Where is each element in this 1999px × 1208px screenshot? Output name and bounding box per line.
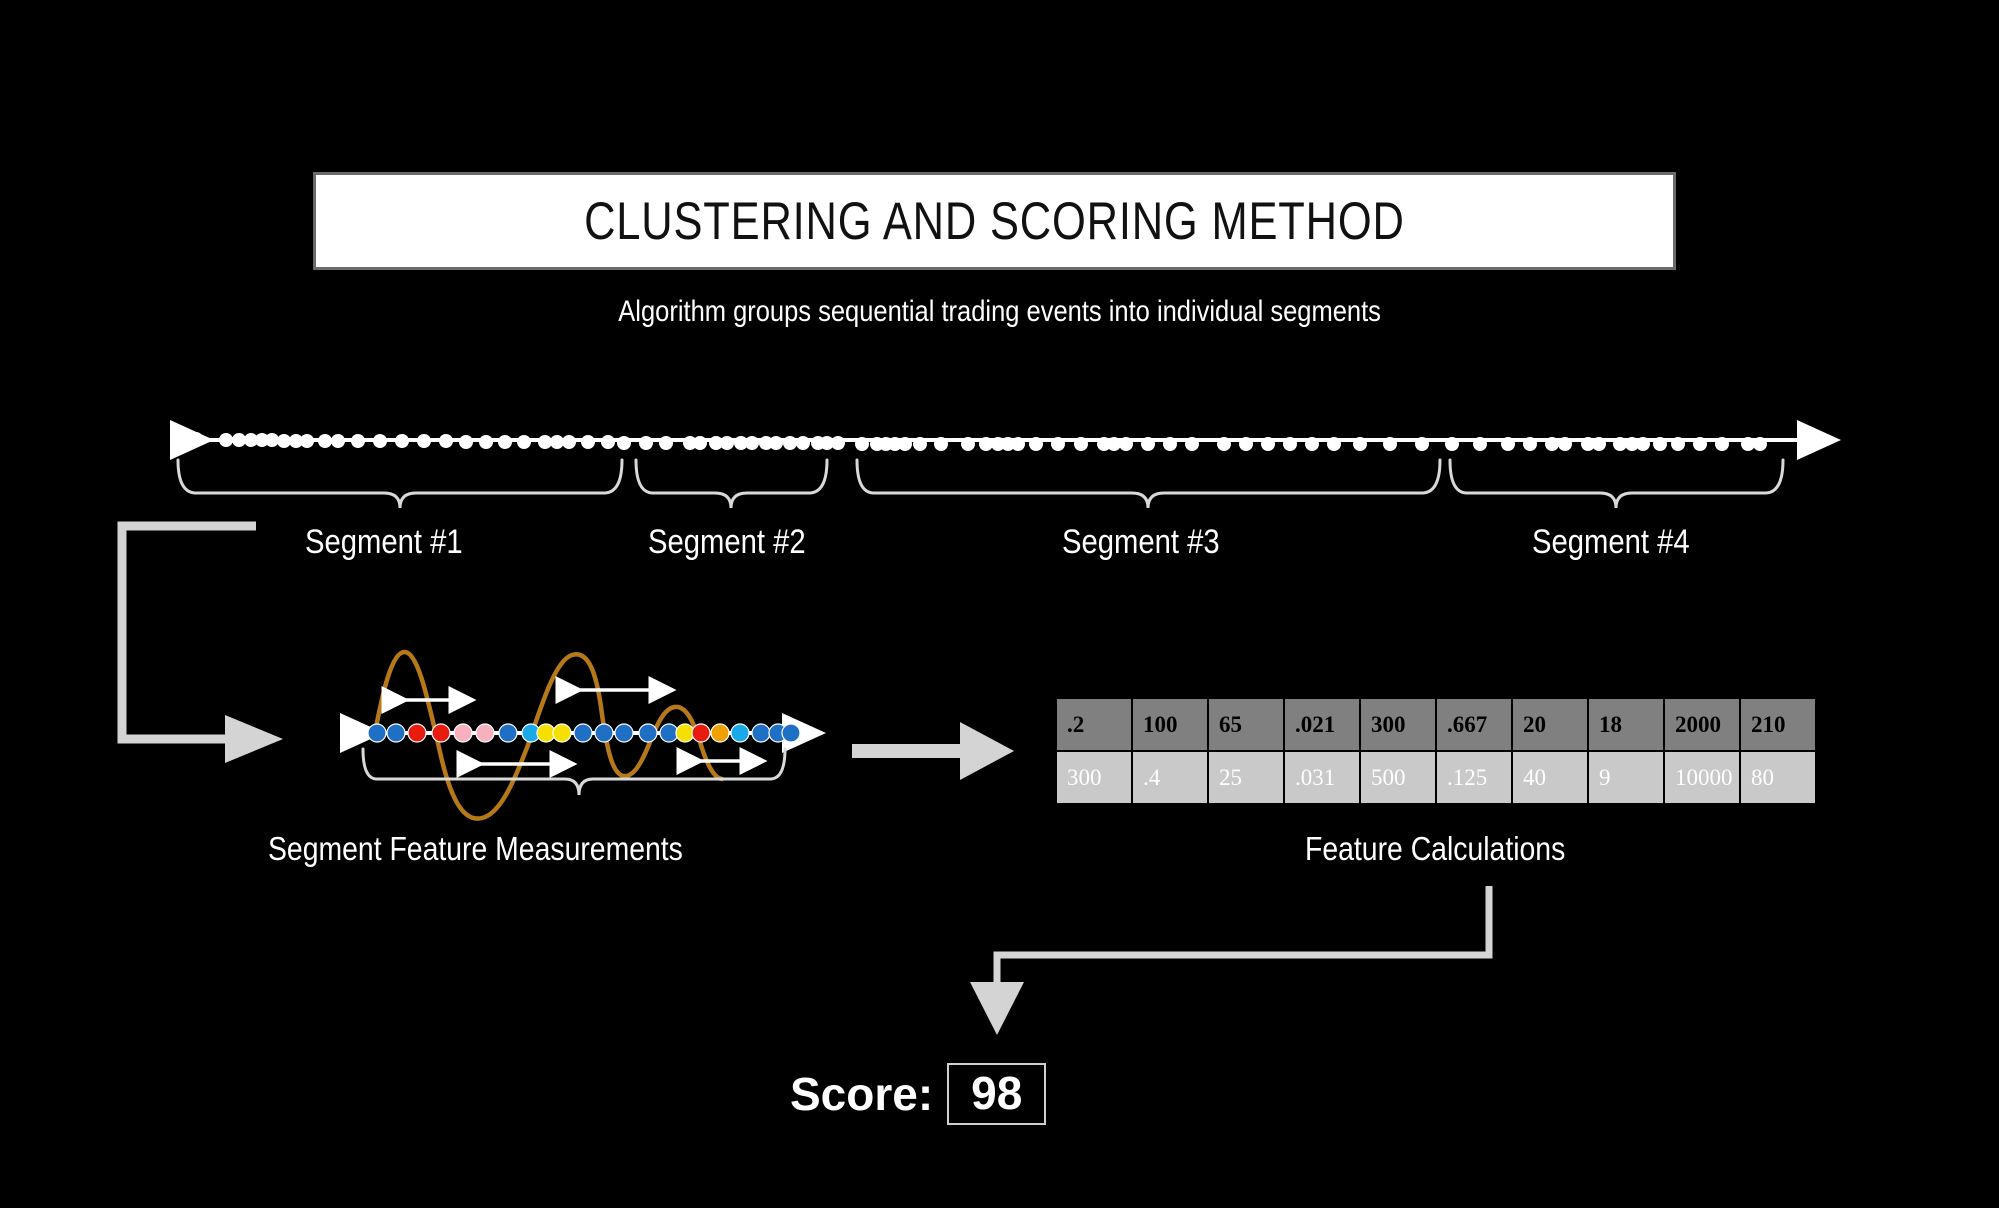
brace-segment-2: [634, 458, 829, 509]
table-cell: .2: [1055, 697, 1133, 752]
detail-brace: [361, 747, 787, 796]
measurement-arrows: [381, 676, 768, 778]
table-row-values: 300 .4 25 .031 500 .125 40 9 10000 80: [1055, 750, 1817, 805]
timeline-to-detail-elbow: [117, 521, 283, 763]
brace-segment-4: [1448, 458, 1785, 509]
score-label: Score:: [790, 1068, 934, 1121]
table-cell: 10000: [1663, 750, 1741, 805]
timeline-event-dots: [173, 432, 1767, 451]
table-cell: 210: [1739, 697, 1817, 752]
table-to-score-elbow: [970, 886, 1493, 1035]
detail-caption: Segment Feature Measurements: [268, 830, 683, 867]
table-cell: .667: [1435, 697, 1513, 752]
table-cell: .4: [1131, 750, 1209, 805]
table-cell: 300: [1359, 697, 1437, 752]
table-cell: 100: [1131, 697, 1209, 752]
table-cell: 18: [1587, 697, 1665, 752]
segment-label-1: Segment #1: [305, 523, 463, 561]
table-cell: 2000: [1663, 697, 1741, 752]
table-cell: .021: [1283, 697, 1361, 752]
feature-event-dots: [367, 723, 801, 743]
table-cell: 65: [1207, 697, 1285, 752]
table-cell: .031: [1283, 750, 1361, 805]
brace-segment-1: [176, 458, 624, 509]
score-value: 98: [947, 1063, 1047, 1126]
table-caption: Feature Calculations: [1305, 830, 1566, 867]
segment-label-2: Segment #2: [648, 523, 806, 561]
table-cell: 80: [1739, 750, 1817, 805]
table-cell: 500: [1359, 750, 1437, 805]
table-cell: 40: [1511, 750, 1589, 805]
table-cell: 25: [1207, 750, 1285, 805]
table-cell: 20: [1511, 697, 1589, 752]
subtitle: Algorithm groups sequential trading even…: [618, 295, 1381, 328]
page-title: CLUSTERING AND SCORING METHOD: [584, 191, 1405, 251]
table-cell: 9: [1587, 750, 1665, 805]
feature-calculations-table: .2 100 65 .021 300 .667 20 18 2000 210 3…: [1055, 697, 1817, 805]
segment-braces: [176, 458, 1785, 509]
table-cell: 300: [1055, 750, 1133, 805]
brace-segment-3: [855, 458, 1442, 509]
feature-wave-curve: [372, 649, 725, 821]
segment-label-3: Segment #3: [1062, 523, 1220, 561]
table-cell: .125: [1435, 750, 1513, 805]
title-banner: CLUSTERING AND SCORING METHOD: [313, 172, 1676, 270]
segment-label-4: Segment #4: [1532, 523, 1690, 561]
score-readout: Score: 98: [790, 1063, 1047, 1126]
table-row-header: .2 100 65 .021 300 .667 20 18 2000 210: [1055, 697, 1817, 752]
detail-to-table-arrow: [852, 722, 1014, 780]
